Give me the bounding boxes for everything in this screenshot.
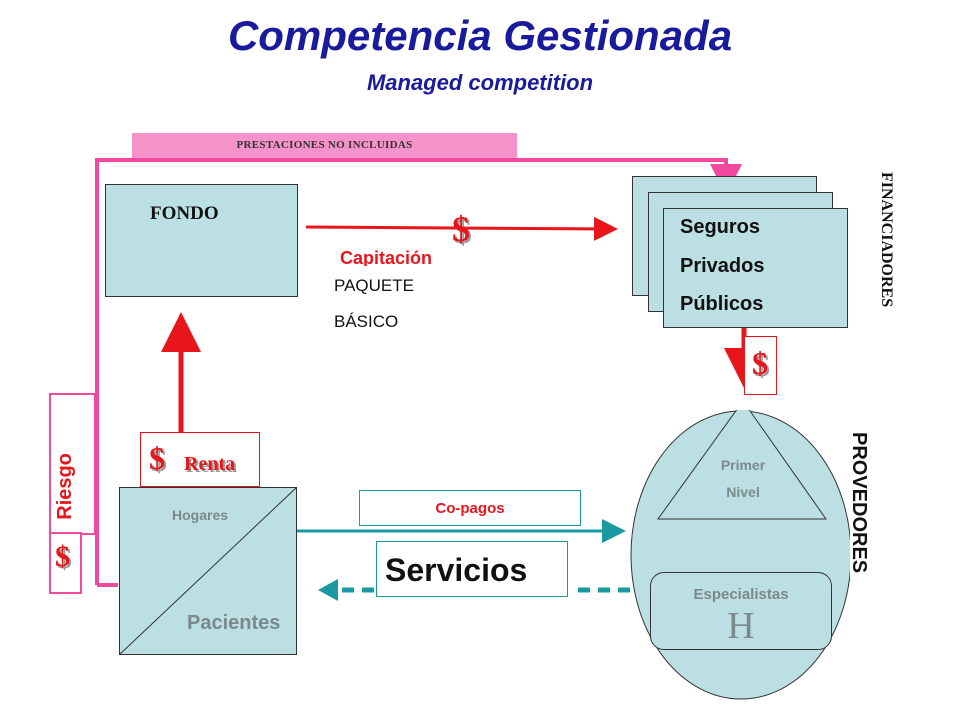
seguros-box-front — [663, 208, 848, 328]
renta-box — [140, 432, 260, 487]
hospital-label: H — [727, 605, 755, 647]
especialistas-label: Especialistas — [693, 586, 789, 603]
capitacion-dollar: $ — [452, 209, 470, 249]
renta-label: Renta — [184, 453, 236, 475]
hogares-label: Hogares — [172, 507, 229, 523]
servicios-arrowhead — [318, 579, 338, 601]
riesgo-label: Riesgo — [54, 453, 76, 520]
riesgo-loop-line — [95, 158, 742, 585]
page-subtitle: Managed competition — [366, 70, 594, 95]
riesgo-box — [49, 393, 96, 535]
primer-nivel-triangle — [657, 410, 827, 520]
nivel-label: Nivel — [726, 484, 760, 500]
publicos-label: Públicos — [680, 293, 764, 315]
servicios-box: Servicios — [376, 541, 568, 597]
primer-label: Primer — [720, 457, 766, 473]
pacientes-label: Pacientes — [187, 612, 281, 634]
financiadores-label: FINANCIADORES — [878, 172, 895, 308]
page-title: Competencia Gestionada — [227, 12, 733, 59]
seguros-label: Seguros — [680, 216, 761, 238]
basico-label: BÁSICO — [334, 312, 399, 331]
capitacion-label: Capitación — [340, 248, 433, 266]
renta-dollar: $ — [149, 440, 165, 476]
especialistas-box — [650, 572, 832, 650]
proveedores-label: PROVEDORES — [848, 432, 870, 574]
hogares-diagonal — [119, 487, 297, 655]
pago-proveedores-box — [744, 336, 777, 395]
riesgo-dollar-box — [49, 532, 82, 594]
prestaciones-no-incluidas-bar: PRESTACIONES NO INCLUIDAS — [132, 133, 517, 158]
riesgo-dollar: $ — [55, 540, 70, 573]
pago-proveedores-dollar: $ — [752, 345, 768, 381]
fondo-label: FONDO — [150, 203, 219, 224]
privados-label: Privados — [680, 255, 765, 277]
copagos-box: Co-pagos — [359, 490, 581, 526]
capitacion-arrow — [305, 216, 618, 241]
proveedores-ellipse — [630, 410, 850, 700]
paquete-label: PAQUETE — [334, 276, 414, 295]
fondo-box — [105, 184, 298, 297]
